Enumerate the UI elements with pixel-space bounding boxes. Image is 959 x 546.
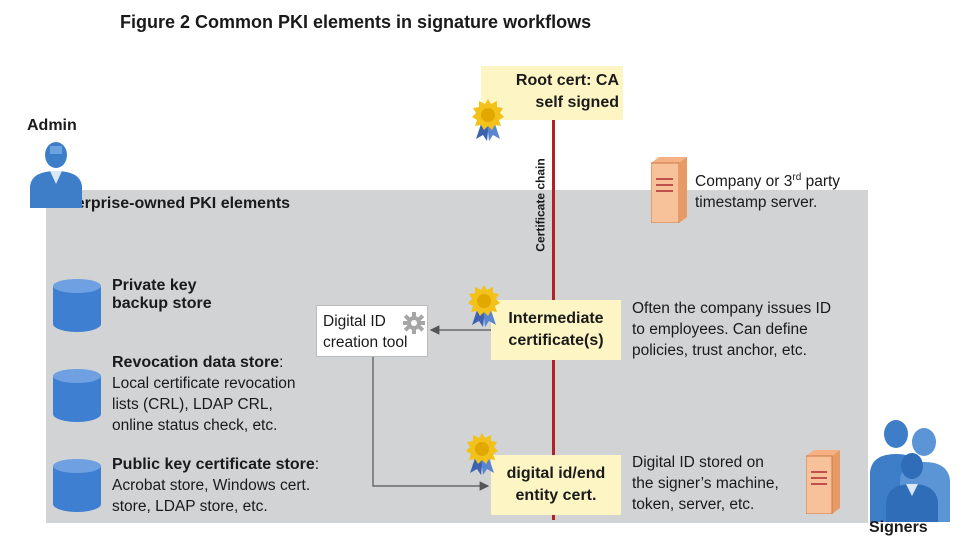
intermediate-cert-box: Intermediate certificate(s) — [491, 300, 621, 360]
figure-title: Figure 2 Common PKI elements in signatur… — [120, 12, 592, 32]
end-entity-cert-seal-icon — [466, 433, 498, 475]
root-cert-seal-icon — [472, 99, 504, 141]
end-entity-cert-box: digital id/end entity cert. — [491, 455, 621, 515]
public-key-store-icon — [53, 459, 101, 512]
timestamp-server-label: Company or 3rd party timestamp server. — [695, 172, 841, 212]
end-entity-description: Digital ID stored on the signer’s machin… — [632, 454, 779, 513]
intermediate-description: Often the company issues ID to employees… — [632, 300, 832, 359]
public-key-store-label: Public key certificate store: Acrobat st… — [112, 456, 320, 515]
root-cert-box: Root cert: CA self signed — [481, 66, 623, 120]
private-key-store-label: Private key backup store — [112, 277, 212, 312]
region-label: Enterprise-owned PKI elements — [50, 195, 291, 212]
admin-label: Admin — [27, 117, 77, 134]
intermediate-cert-seal-icon — [468, 285, 500, 327]
signers-label: Signers — [869, 519, 928, 536]
gear-icon — [403, 312, 425, 334]
signers-group-icon — [870, 420, 950, 522]
signer-server-icon — [806, 450, 840, 514]
revocation-store-icon — [53, 369, 101, 422]
private-key-store-icon — [53, 279, 101, 332]
revocation-store-label: Revocation data store: Local certificate… — [112, 354, 296, 434]
enterprise-region — [46, 190, 868, 523]
admin-person-icon — [30, 142, 82, 208]
timestamp-server-icon — [651, 157, 687, 223]
digital-id-creation-tool-box: Digital ID creation tool — [316, 305, 428, 357]
